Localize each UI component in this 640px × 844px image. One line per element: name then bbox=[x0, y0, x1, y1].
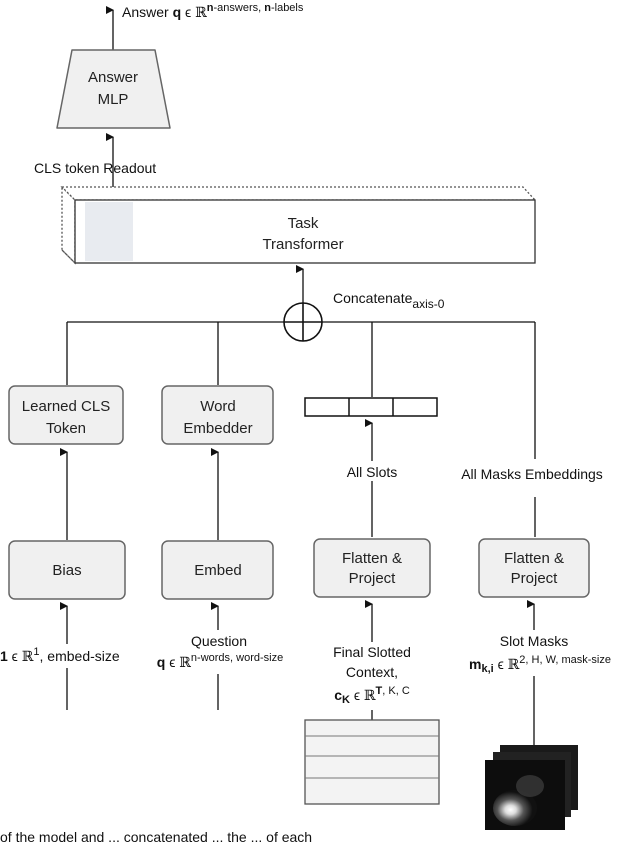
context-input-label-2: Context, bbox=[346, 664, 398, 680]
answer-mlp-label-2: MLP bbox=[98, 91, 129, 108]
flatten-project-slots-label-1: Flatten & bbox=[342, 550, 402, 567]
flatten-project-masks-block bbox=[478, 538, 590, 598]
concatenate-label: Concatenateaxis-0 bbox=[333, 290, 445, 311]
all-slots-label: All Slots bbox=[347, 464, 398, 480]
learned-cls-label-2: Token bbox=[46, 420, 86, 437]
embed-block bbox=[161, 540, 274, 600]
flatten-project-slots-label-2: Project bbox=[349, 570, 397, 587]
answer-mlp-label-1: Answer bbox=[88, 69, 138, 86]
answer-output-label: Answer q ϵ ℝn-answers, n-labels bbox=[122, 2, 304, 21]
word-embedder-label-2: Embedder bbox=[183, 420, 252, 437]
question-input-label-2: q ϵ ℝn-words, word-size bbox=[157, 652, 283, 671]
answer-mlp-block bbox=[56, 49, 171, 129]
embed-label: Embed bbox=[194, 562, 242, 579]
learned-cls-token-block bbox=[8, 385, 124, 445]
slot-mask-images bbox=[485, 745, 578, 830]
cls-readout-label: CLS token Readout bbox=[34, 160, 156, 176]
question-input-label-1: Question bbox=[191, 633, 247, 649]
word-embedder-block bbox=[161, 385, 274, 445]
all-masks-label: All Masks Embeddings bbox=[461, 466, 603, 482]
slots-token-strip bbox=[304, 397, 438, 417]
masks-input-label-1: Slot Masks bbox=[500, 633, 568, 649]
masks-input-label-2: mk,i ϵ ℝ2, H, W, mask-size bbox=[469, 654, 611, 675]
bias-block bbox=[8, 540, 126, 600]
word-embedder-label-1: Word bbox=[200, 398, 236, 415]
task-transformer-label-1: Task bbox=[288, 215, 319, 232]
flatten-project-masks-label-1: Flatten & bbox=[504, 550, 564, 567]
learned-cls-label-1: Learned CLS bbox=[22, 398, 110, 415]
flatten-project-masks-label-2: Project bbox=[511, 570, 559, 587]
figure-caption: of the model and ... concatenated ... th… bbox=[0, 829, 312, 844]
context-input-label-1: Final Slotted bbox=[333, 644, 411, 660]
bias-label: Bias bbox=[52, 562, 81, 579]
flatten-project-slots-block bbox=[313, 538, 431, 598]
task-transformer-block bbox=[60, 185, 537, 265]
context-input-label-3: cK ϵ ℝT, K, C bbox=[334, 685, 410, 706]
task-transformer-label-2: Transformer bbox=[262, 236, 343, 253]
cls-token-slot bbox=[85, 202, 133, 261]
bias-input-label: 1 ϵ ℝ1, embed-size bbox=[0, 646, 120, 665]
slotted-context-table bbox=[304, 719, 440, 805]
